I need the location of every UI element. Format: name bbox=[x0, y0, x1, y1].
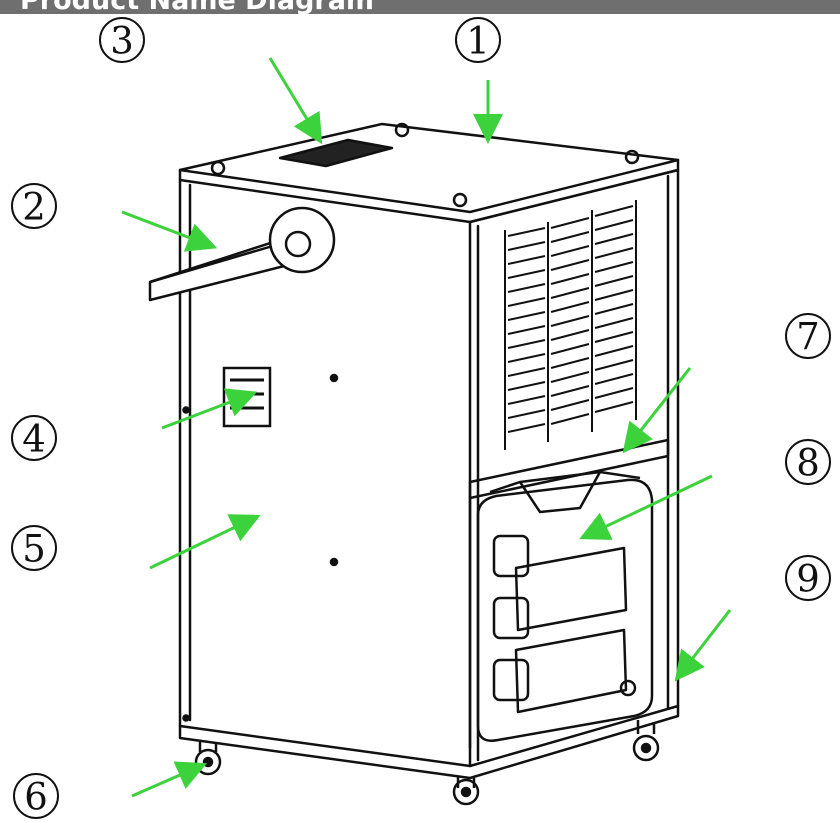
callout-6: 6 bbox=[13, 773, 59, 819]
arrow-8 bbox=[579, 474, 713, 540]
water-tank bbox=[468, 438, 670, 748]
callout-number: 5 bbox=[22, 528, 46, 571]
callout-number: 4 bbox=[22, 418, 46, 461]
caster-wheel-icon bbox=[194, 720, 660, 806]
callout-9: 9 bbox=[785, 555, 831, 601]
callout-arrows bbox=[121, 57, 732, 798]
callout-labels: 1 2 3 4 5 6 7 8 9 bbox=[11, 17, 831, 819]
arrow-5 bbox=[149, 514, 261, 570]
air-grille bbox=[504, 200, 637, 450]
arrow-6 bbox=[131, 761, 207, 798]
top-panel bbox=[178, 122, 680, 214]
callout-number: 6 bbox=[24, 776, 48, 819]
callout-number: 2 bbox=[22, 186, 46, 229]
callout-number: 8 bbox=[796, 442, 820, 485]
handle-icon bbox=[148, 206, 336, 302]
callout-8: 8 bbox=[785, 439, 831, 485]
callout-4: 4 bbox=[11, 415, 57, 461]
callout-number: 3 bbox=[110, 20, 134, 63]
callout-3: 3 bbox=[99, 17, 145, 63]
arrow-9 bbox=[674, 609, 732, 682]
arrow-2 bbox=[121, 210, 218, 252]
front-panel bbox=[468, 168, 680, 768]
callout-number: 9 bbox=[796, 558, 820, 601]
callout-2: 2 bbox=[11, 183, 57, 229]
side-vent bbox=[222, 366, 272, 428]
callout-number: 1 bbox=[466, 20, 490, 63]
arrow-7 bbox=[622, 367, 692, 454]
arrow-4 bbox=[161, 388, 258, 430]
callout-1: 1 bbox=[455, 17, 501, 63]
control-panel bbox=[278, 138, 394, 168]
header-bar: Product Name Diagram bbox=[0, 0, 840, 14]
arrow-3 bbox=[268, 57, 323, 145]
callout-7: 7 bbox=[785, 313, 831, 359]
tank-body bbox=[476, 478, 654, 742]
callout-5: 5 bbox=[11, 525, 57, 571]
callout-number: 7 bbox=[796, 316, 820, 359]
page-title: Product Name Diagram bbox=[20, 0, 374, 14]
